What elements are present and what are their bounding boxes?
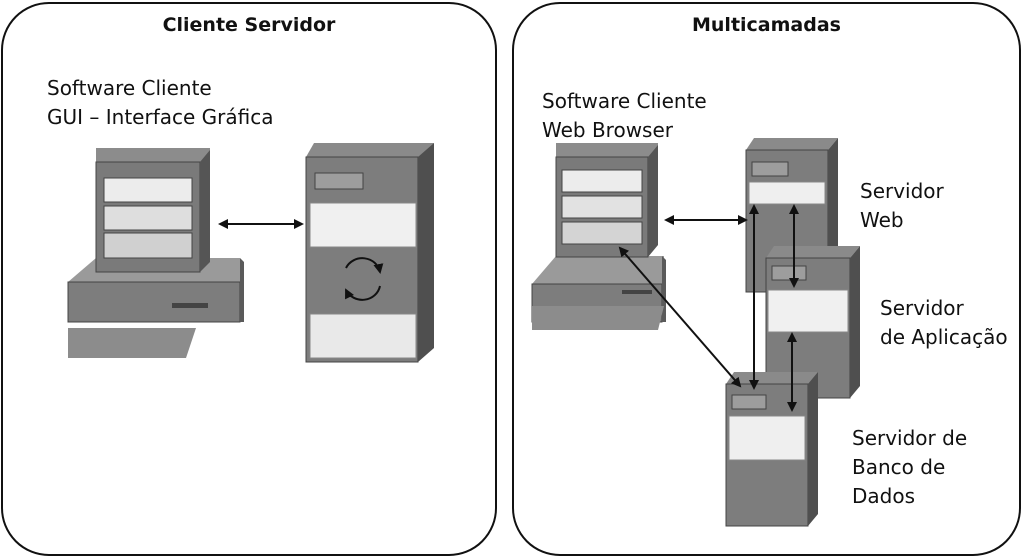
db-server-label-line1: Servidor de (852, 426, 968, 450)
browser-to-db-arrow (618, 246, 742, 388)
left-client-label: Software Cliente GUI – Interface Gráfica (47, 74, 273, 132)
app-server-label-line1: Servidor (880, 296, 964, 320)
web-server-label-line2: Web (860, 208, 904, 232)
web-server-label-line1: Servidor (860, 179, 944, 203)
server-icon (305, 143, 434, 363)
browser-computer-icon (531, 143, 666, 330)
db-server-label-line2: Banco de (852, 455, 946, 479)
db-server-label-line3: Dados (852, 484, 916, 508)
multitier-title: Multicamadas (692, 14, 841, 36)
left-client-label-line2: GUI – Interface Gráfica (47, 105, 274, 129)
client-computer-icon (67, 148, 244, 358)
right-client-label: Software Cliente Web Browser (542, 87, 707, 145)
right-client-label-line1: Software Cliente (542, 89, 707, 113)
web-server-label: Servidor Web (860, 177, 944, 235)
app-server-label: Servidor de Aplicação (880, 294, 1008, 352)
left-client-label-line1: Software Cliente (47, 76, 212, 100)
db-server-label: Servidor de Banco de Dados (852, 424, 967, 511)
app-server-label-line2: de Aplicação (880, 325, 1008, 349)
right-client-label-line2: Web Browser (542, 118, 674, 142)
database-server-icon (725, 372, 818, 527)
client-server-title: Cliente Servidor (162, 14, 336, 36)
